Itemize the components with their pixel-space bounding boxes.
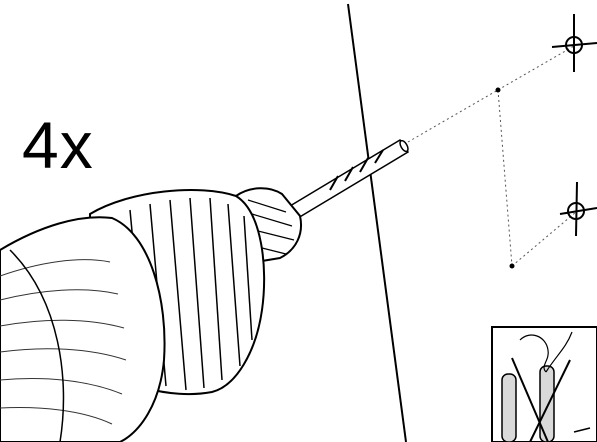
guide-point — [495, 87, 501, 93]
wrong-way-warning-icon — [491, 326, 597, 442]
wall-edge-icon — [347, 3, 407, 442]
power-drill-icon — [0, 189, 266, 442]
guide-point — [509, 263, 515, 269]
crosshair-marker-icon — [559, 181, 597, 237]
repeat-count-label: 4x — [22, 108, 94, 182]
drill-bit-icon — [288, 138, 410, 220]
measurement-guides — [407, 45, 577, 267]
crosshair-marker-icon — [551, 14, 597, 72]
